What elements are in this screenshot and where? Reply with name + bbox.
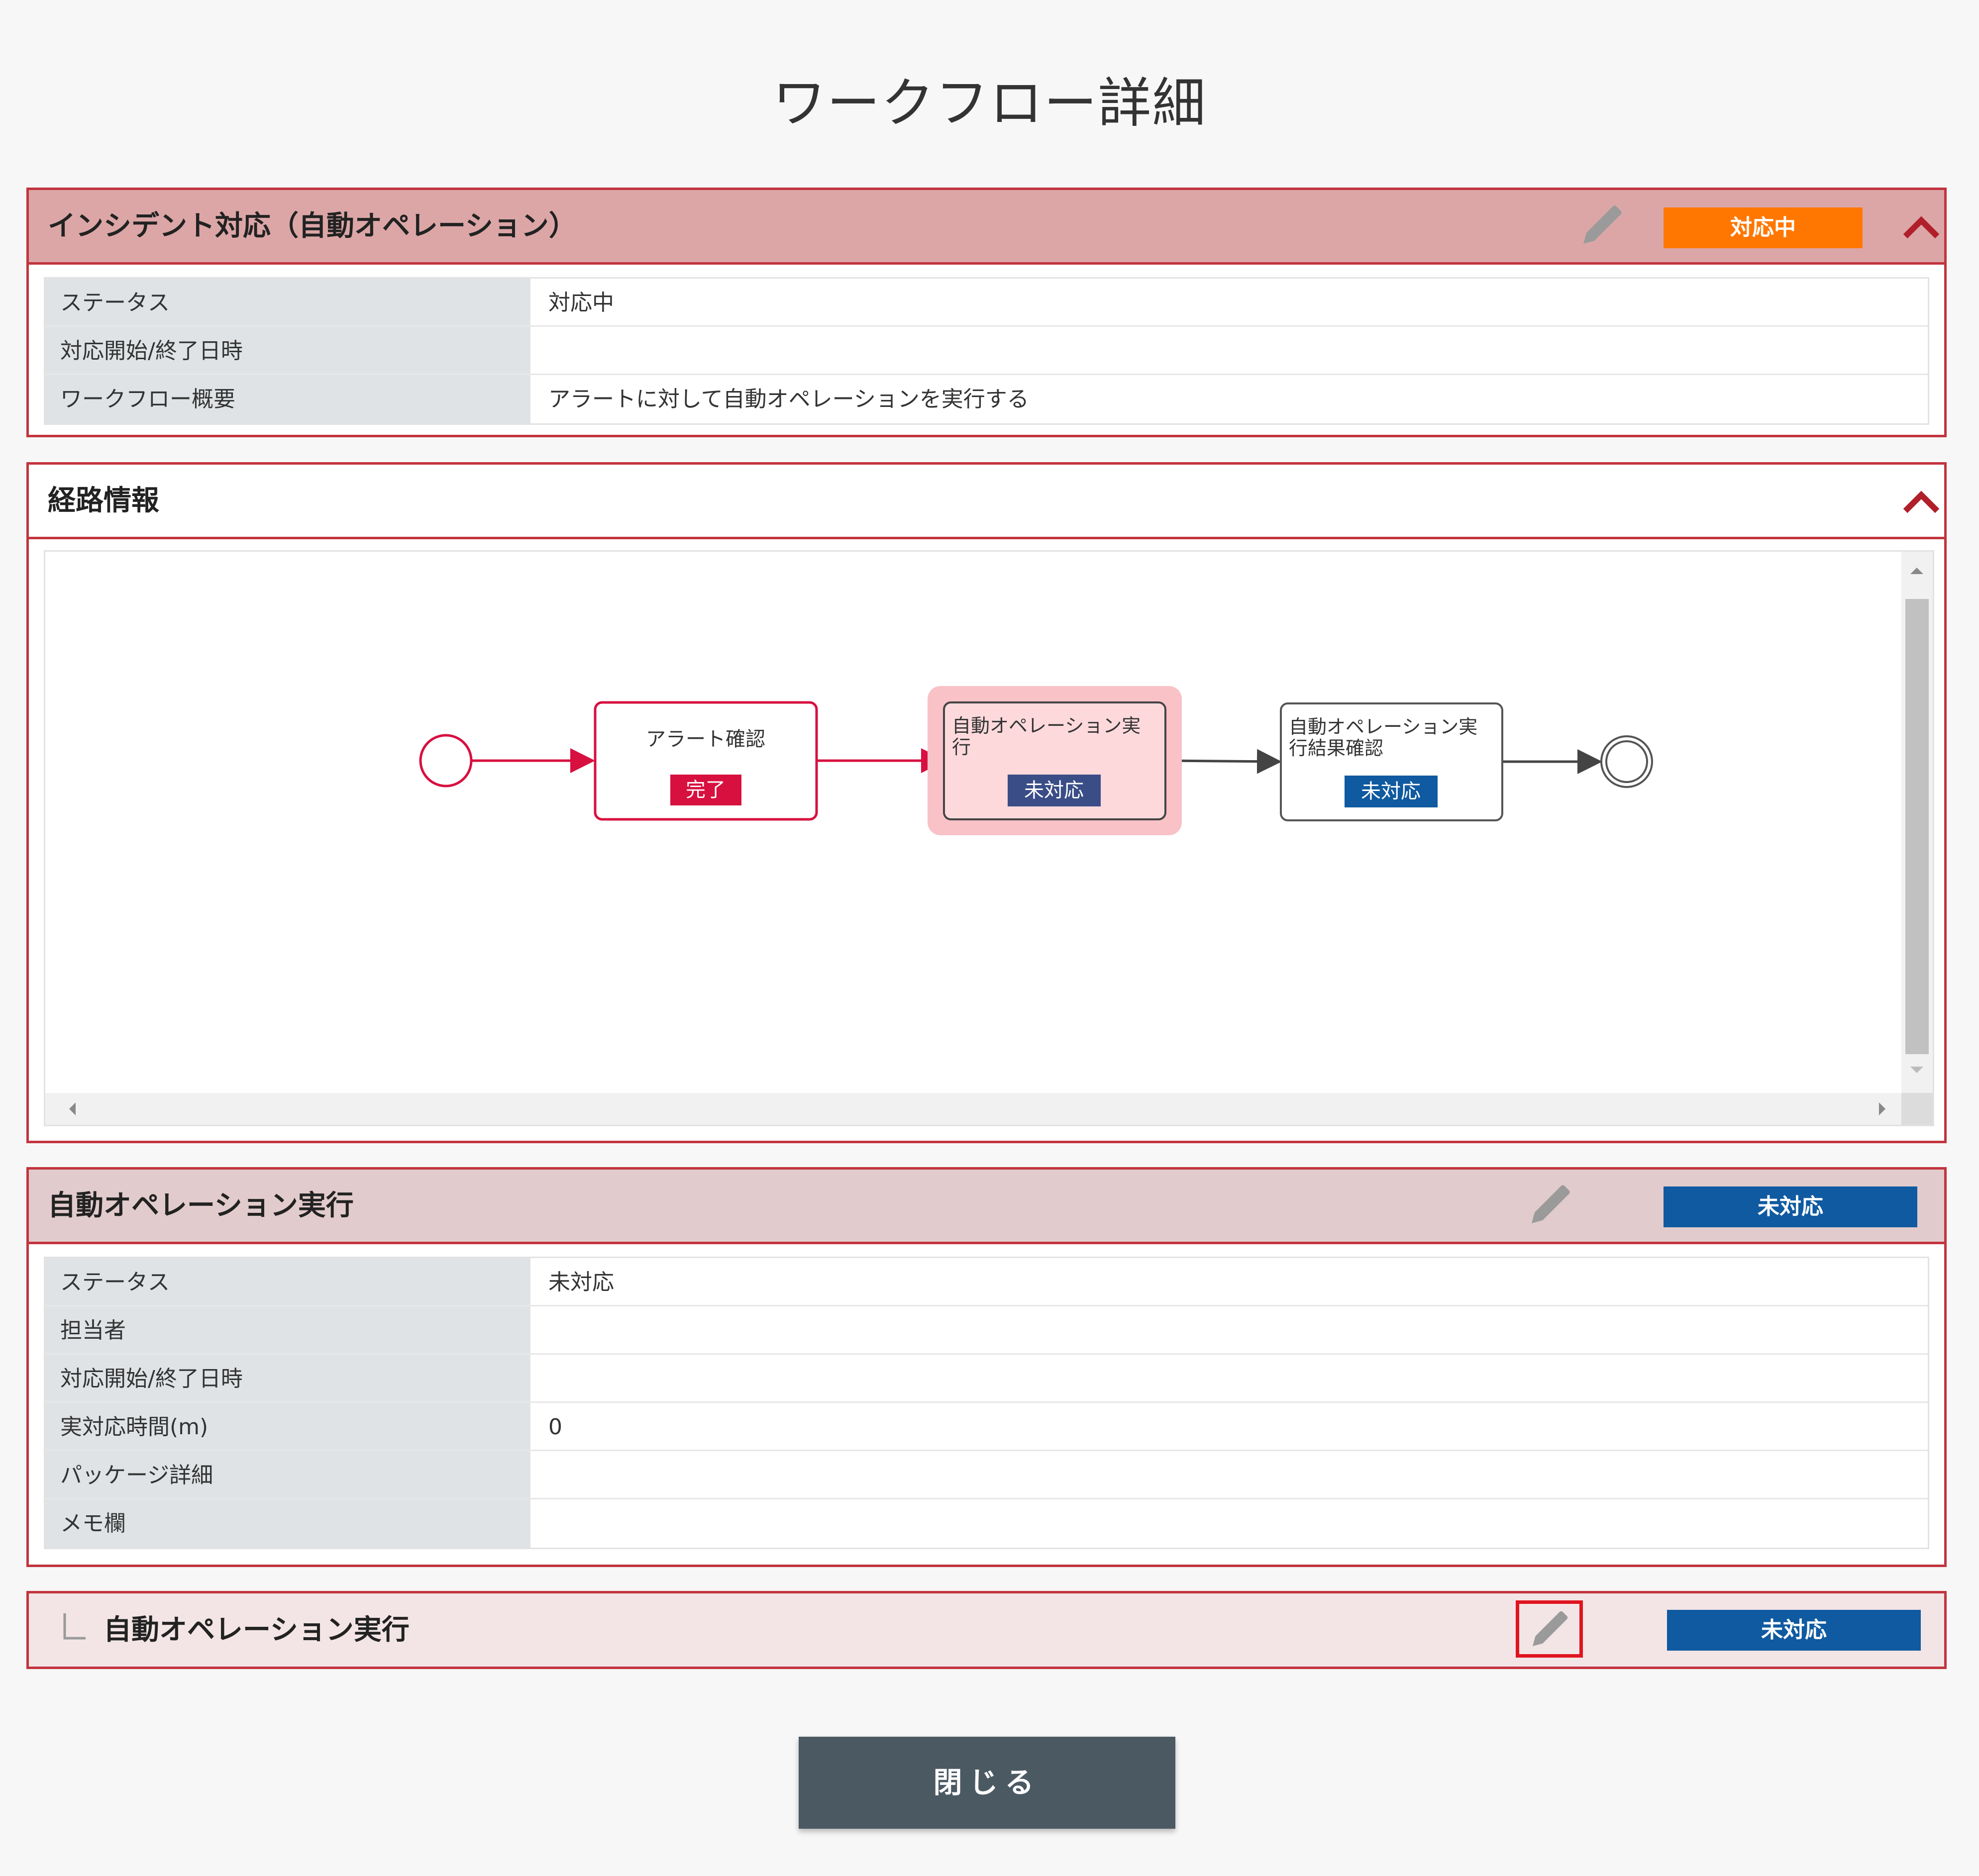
row-value: 0 <box>530 1403 1928 1450</box>
node-title-line-1: 自動オペレーション実 <box>1289 716 1477 738</box>
row-label: パッケージ詳細 <box>45 1451 530 1498</box>
scrollbar-corner <box>1901 1093 1933 1125</box>
table-row: 担当者 <box>45 1306 1928 1355</box>
row-value <box>530 327 1928 374</box>
row-label: 対応開始/終了日時 <box>45 327 530 374</box>
node-status-label: 未対応 <box>1024 779 1084 802</box>
flow-node-result-check[interactable]: 自動オペレーション実 行結果確認 未対応 <box>1280 702 1503 821</box>
row-value <box>530 1306 1928 1353</box>
node-title-line-2: 行 <box>952 736 971 758</box>
close-button[interactable]: 閉じる <box>799 1737 1175 1829</box>
table-row: 実対応時間(m) 0 <box>45 1403 1928 1451</box>
vertical-scrollbar-thumb[interactable] <box>1905 599 1929 1054</box>
table-row: ワークフロー概要 アラートに対して自動オペレーションを実行する <box>45 375 1928 423</box>
flow-node-alert-check[interactable]: アラート確認 完了 <box>594 701 818 821</box>
scroll-down-arrow-icon[interactable] <box>1910 1067 1923 1073</box>
node-title: アラート確認 <box>646 728 765 751</box>
node-status-label: 未対応 <box>1361 780 1421 803</box>
task-panel: 自動オペレーション実行 未対応 ステータス 未対応 担当者 対応開始/終了日時 … <box>26 1167 1947 1567</box>
pencil-icon[interactable] <box>1577 202 1625 250</box>
horizontal-scrollbar-track[interactable] <box>45 1093 1901 1125</box>
flow-connector <box>1165 749 1282 774</box>
table-row: ステータス 対応中 <box>45 279 1928 327</box>
row-value: 未対応 <box>530 1258 1928 1305</box>
row-value <box>530 1451 1928 1498</box>
pencil-icon[interactable] <box>1527 1608 1571 1652</box>
row-value <box>530 1499 1928 1548</box>
row-label: 実対応時間(m) <box>45 1403 530 1450</box>
scroll-up-arrow-icon[interactable] <box>1910 568 1923 574</box>
status-badge: 未対応 <box>1667 1610 1921 1651</box>
row-label: メモ欄 <box>45 1499 530 1548</box>
row-value <box>530 1355 1928 1401</box>
workflow-panel-header: インシデント対応（自動オペレーション） 対応中 <box>29 190 1944 265</box>
row-label: ステータス <box>45 1258 530 1305</box>
node-title-line-1: 自動オペレーション実 <box>952 715 1141 737</box>
start-event <box>419 734 473 788</box>
table-row: 対応開始/終了日時 <box>45 327 1928 375</box>
table-row: メモ欄 <box>45 1499 1928 1548</box>
workflow-title: インシデント対応（自動オペレーション） <box>48 210 577 242</box>
table-row: 対応開始/終了日時 <box>45 1355 1928 1403</box>
flow-diagram-canvas: アラート確認 完了 自動オペレーション実 行 未対応 自動オペレーション実 <box>45 552 1933 1125</box>
task-title: 自動オペレーション実行 <box>48 1189 354 1222</box>
task-panel-header: 自動オペレーション実行 未対応 <box>29 1170 1944 1244</box>
row-label: ワークフロー概要 <box>45 375 530 423</box>
collapse-chevron-icon[interactable] <box>1901 212 1941 242</box>
status-badge: 対応中 <box>1664 207 1863 248</box>
row-value: アラートに対して自動オペレーションを実行する <box>530 375 1928 423</box>
row-value: 対応中 <box>530 279 1928 325</box>
row-label: 担当者 <box>45 1306 530 1353</box>
flow-diagram: アラート確認 完了 自動オペレーション実 行 未対応 自動オペレーション実 <box>44 550 1934 1126</box>
edit-button-highlighted[interactable] <box>1516 1600 1583 1658</box>
tree-branch-icon <box>63 1613 86 1640</box>
workflow-info-table: ステータス 対応中 対応開始/終了日時 ワークフロー概要 アラートに対して自動オ… <box>44 277 1929 425</box>
task-info-table: ステータス 未対応 担当者 対応開始/終了日時 実対応時間(m) 0 パッケージ… <box>44 1257 1929 1549</box>
row-label: ステータス <box>45 279 530 325</box>
table-row: パッケージ詳細 <box>45 1451 1928 1499</box>
node-status-badge <box>1008 775 1101 806</box>
route-panel: 経路情報 <box>26 462 1947 1143</box>
route-title: 経路情報 <box>48 485 159 517</box>
status-badge: 未対応 <box>1664 1186 1917 1227</box>
collapse-chevron-icon[interactable] <box>1901 487 1941 517</box>
route-panel-header: 経路情報 <box>29 465 1944 539</box>
table-row: ステータス 未対応 <box>45 1258 1928 1306</box>
subtask-title: 自動オペレーション実行 <box>104 1614 410 1646</box>
row-label: 対応開始/終了日時 <box>45 1355 530 1401</box>
subtask-panel: 自動オペレーション実行 未対応 <box>26 1591 1947 1669</box>
node-title-line-2: 行結果確認 <box>1289 737 1383 759</box>
scroll-right-arrow-icon[interactable] <box>1879 1102 1885 1115</box>
node-status-badge <box>1345 776 1438 807</box>
flow-node-auto-operation[interactable]: 自動オペレーション実 行 未対応 <box>928 686 1182 835</box>
page-title: ワークフロー詳細 <box>772 73 1207 134</box>
scroll-left-arrow-icon[interactable] <box>69 1102 76 1115</box>
end-event <box>1600 735 1653 788</box>
pencil-icon[interactable] <box>1526 1182 1573 1229</box>
node-status-badge <box>670 775 741 805</box>
node-status-label: 完了 <box>686 779 726 801</box>
workflow-panel: インシデント対応（自動オペレーション） 対応中 ステータス 対応中 対応開始/終… <box>26 188 1947 437</box>
